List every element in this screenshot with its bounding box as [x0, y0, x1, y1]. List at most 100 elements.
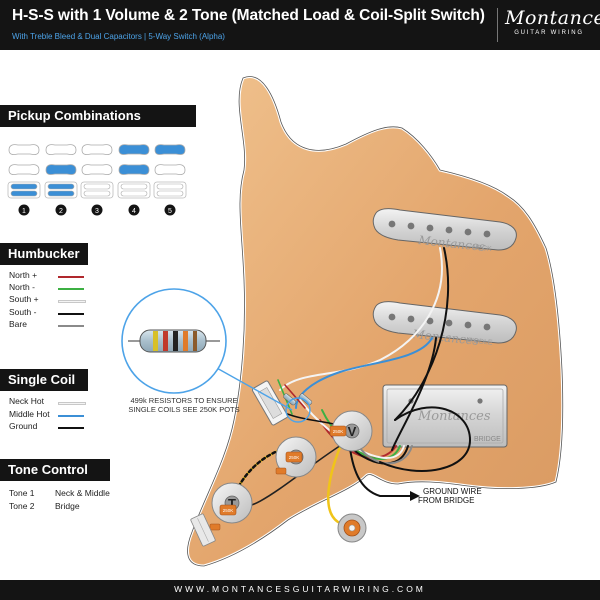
- combo-middle-coil: [45, 164, 77, 175]
- combo-bridge-coil-lower: [83, 190, 111, 197]
- single-coil-legend-swatch: [58, 402, 86, 405]
- tone-control-target: Neck & Middle: [55, 488, 110, 498]
- brand-logo-script: Montances: [505, 7, 600, 29]
- resistor-magnifier: [121, 288, 311, 423]
- middle-pole-1: [388, 313, 396, 321]
- header-divider: [497, 8, 498, 42]
- humbucker-legend-label: South +: [9, 294, 39, 305]
- humbucker-legend-swatch: [58, 312, 84, 315]
- combo-position-marker: [128, 204, 140, 216]
- combo-bridge-coil-upper: [120, 183, 148, 190]
- switch-resistors: [283, 393, 313, 406]
- resistor-band-3: [173, 331, 178, 351]
- middle-pole-6: [483, 323, 491, 331]
- bridge-screw-2: [477, 398, 483, 404]
- ground-wire-label-line2: FROM BRIDGE: [418, 496, 474, 505]
- combo-neck-coil: [154, 144, 186, 155]
- section-header-pickup-combinations: Pickup Combinations: [0, 105, 196, 127]
- resistor-band-2: [163, 331, 168, 351]
- neck-pole-4: [445, 226, 453, 234]
- single-coil-legend-label: Ground: [9, 421, 38, 431]
- combo-middle-coil: [118, 164, 150, 175]
- humbucker-legend-swatch: [58, 324, 84, 327]
- wire-bridge-ground-loop: [379, 406, 472, 472]
- combo-neck-coil: [45, 144, 77, 155]
- resistor-band-1: [153, 331, 158, 351]
- single-coil-legend-swatch: [58, 414, 84, 417]
- humbucker-legend-swatch: [58, 300, 86, 304]
- single-coil-legend-label: Neck Hot: [9, 396, 44, 406]
- bridge-humbucker: Montances BRIDGE: [382, 384, 508, 448]
- section-header-single-coil: Single Coil: [0, 369, 88, 391]
- neck-pole-3: [426, 224, 434, 232]
- tone-2-pot-symbol: T: [228, 496, 236, 511]
- tone-capacitors: [209, 467, 287, 531]
- combo-neck-coil: [8, 144, 40, 155]
- header-bar: H-S-S with 1 Volume & 2 Tone (Matched Lo…: [0, 0, 600, 50]
- middle-pole-5: [464, 321, 472, 329]
- combo-bridge-coil-upper: [47, 183, 75, 190]
- neck-pole-6: [483, 230, 491, 238]
- combo-bridge-coil-upper: [10, 183, 38, 190]
- resistor-note-line2: SINGLE COILS SEE 250K POTS: [128, 405, 239, 414]
- ground-wire-label-line1: GROUND WIRE: [423, 487, 482, 496]
- output-jack: [337, 513, 367, 543]
- humbucker-legend-label: Bare: [9, 318, 27, 329]
- humbucker-legend-swatch: [58, 288, 84, 291]
- tone-2-pot: T 250K: [211, 482, 253, 524]
- bridge-pickup-script: Montances: [417, 409, 491, 424]
- tone-1-pot: T 250K: [275, 436, 317, 478]
- volume-pot: V 250K: [329, 410, 373, 452]
- wire-red-switch: [284, 384, 306, 409]
- combo-position-marker: [18, 204, 30, 216]
- neck-pickup-label: NECK: [472, 244, 492, 253]
- combo-neck-coil: [81, 144, 113, 155]
- volume-pot-value: 250K: [333, 429, 344, 434]
- combo-position-marker: [164, 204, 176, 216]
- combo-position-number: 4: [132, 208, 136, 215]
- combo-bridge-coil-lower: [120, 190, 148, 197]
- resistor-band-5: [193, 331, 197, 351]
- footer-url: WWW.MONTANCESGUITARWIRING.COM: [174, 584, 426, 594]
- footer-bar: WWW.MONTANCESGUITARWIRING.COM: [0, 580, 600, 600]
- combo-bridge-coil-lower: [47, 190, 75, 197]
- humbucker-legend-label: North -: [9, 282, 35, 293]
- resistor-band-4: [183, 331, 188, 351]
- wire-middle-black: [391, 337, 437, 451]
- combo-bridge-coil-upper: [156, 183, 184, 190]
- combo-position-number: 2: [59, 208, 63, 215]
- resistor-note-line1: 499k RESISTORS TO ENSURE: [130, 396, 237, 405]
- combo-position-marker: [55, 204, 67, 216]
- combo-position-marker: [91, 204, 103, 216]
- combo-position-number: 5: [168, 208, 172, 215]
- middle-pickup-label: MIDDLE: [466, 337, 493, 347]
- humbucker-legend-label: North +: [9, 270, 38, 280]
- wire-output-yellow: [326, 438, 345, 524]
- volume-pot-symbol: V: [348, 424, 357, 439]
- tone-2-pot-value: 250K: [223, 508, 234, 513]
- combo-position-number: 1: [22, 208, 26, 215]
- combo-middle-coil: [154, 164, 186, 175]
- section-header-tone-control: Tone Control: [0, 459, 110, 481]
- humbucker-legend-label: South -: [9, 306, 37, 317]
- neck-pole-5: [464, 228, 472, 236]
- section-header-humbucker: Humbucker: [0, 243, 88, 265]
- tone-control-knob: Tone 1: [9, 488, 35, 498]
- wire-neck-black: [394, 247, 450, 421]
- combo-bridge-coil-lower: [10, 190, 38, 197]
- humbucker-legend-swatch: [58, 276, 84, 278]
- brand-logo-subtitle: GUITAR WIRING: [514, 30, 584, 36]
- single-coil-legend-label: Middle Hot: [9, 408, 50, 419]
- combo-position-number: 3: [95, 208, 99, 215]
- tone-1-pot-value: 250K: [289, 455, 300, 460]
- neck-pole-2: [407, 222, 415, 230]
- combo-middle-coil: [8, 164, 40, 175]
- combo-neck-coil: [118, 144, 150, 155]
- pickup-combination-grid: 1 2 3 4 5: [7, 144, 187, 216]
- middle-pole-4: [445, 319, 453, 327]
- wire-neck-white: [279, 247, 443, 391]
- brand-logo: Montances GUITAR WIRING: [505, 7, 600, 36]
- ground-wire-arrow: [410, 491, 420, 501]
- single-coil-legend-swatch: [58, 427, 84, 429]
- tone-control-target: Bridge: [55, 500, 80, 511]
